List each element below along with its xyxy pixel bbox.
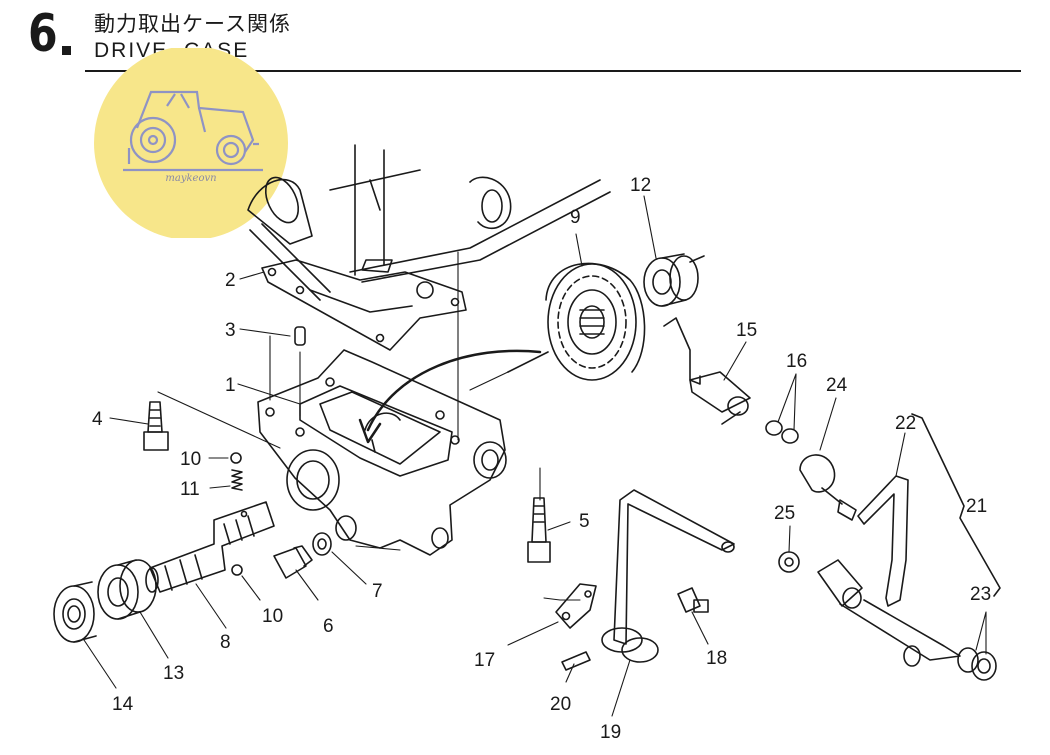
part-bushings [957, 647, 997, 681]
section-number: 6 [28, 4, 58, 64]
header-rule [85, 70, 1021, 72]
part-shift-lever [817, 475, 961, 667]
callout-13: 13 [163, 663, 184, 684]
part-shift-arm [663, 317, 751, 425]
callout-16: 16 [786, 351, 807, 372]
part-bearing-12 [643, 253, 705, 307]
callout-10-bottom: 10 [262, 606, 283, 627]
callout-23: 23 [970, 584, 991, 605]
callout-6: 6 [323, 616, 334, 637]
callout-25: 25 [774, 503, 795, 524]
part-bolt-5 [527, 497, 551, 563]
callout-10-top: 10 [180, 449, 201, 470]
group-bracket-21 [911, 413, 1001, 597]
part-drive-case [257, 349, 507, 556]
title-japanese: 動力取出ケース関係 [94, 12, 291, 36]
part-dowel-pin [294, 326, 306, 346]
callout-4: 4 [92, 409, 103, 430]
watermark-text: maykeovn [165, 173, 217, 184]
callout-3: 3 [225, 320, 236, 341]
callout-17: 17 [474, 650, 495, 671]
callout-1: 1 [225, 375, 236, 396]
callout-5: 5 [579, 511, 590, 532]
callout-2: 2 [225, 270, 236, 291]
part-gasket [261, 259, 467, 351]
part-washer [312, 532, 332, 556]
callout-11: 11 [180, 479, 200, 500]
part-bolt-4 [143, 401, 169, 451]
part-bolt-18 [677, 587, 709, 613]
assembly-arrow [358, 349, 542, 444]
part-gear [507, 262, 646, 381]
part-spring-pin [561, 651, 591, 671]
callout-22: 22 [895, 413, 916, 434]
part-plate [555, 583, 597, 629]
callout-15: 15 [736, 320, 757, 341]
engine-housing-outline [247, 144, 611, 301]
callout-19: 19 [600, 722, 621, 743]
callout-20: 20 [550, 694, 571, 715]
part-shift-rod [601, 489, 735, 663]
section-dot [62, 46, 71, 55]
leader-lines [83, 195, 987, 717]
tractor-icon [94, 46, 288, 240]
callout-12: 12 [630, 175, 651, 196]
callout-labels: 2 3 1 4 5 10 11 10 6 7 8 13 14 9 12 15 1… [92, 175, 991, 743]
part-bearing-13 [97, 559, 157, 620]
callout-7: 7 [372, 581, 383, 602]
callout-24: 24 [826, 375, 848, 396]
part-drain-plug [273, 545, 313, 579]
callout-21: 21 [966, 496, 987, 517]
part-o-rings [765, 420, 799, 444]
part-output-shaft [145, 501, 275, 593]
part-detent-ball-spring [230, 452, 243, 576]
callout-9: 9 [570, 207, 581, 228]
callout-18: 18 [706, 648, 727, 669]
watermark-logo: maykeovn [93, 46, 289, 240]
callout-14: 14 [112, 694, 134, 715]
part-lever-knob [799, 454, 857, 521]
callout-8: 8 [220, 632, 231, 653]
part-bearing-14 [53, 581, 97, 643]
part-washer-25 [778, 551, 800, 573]
